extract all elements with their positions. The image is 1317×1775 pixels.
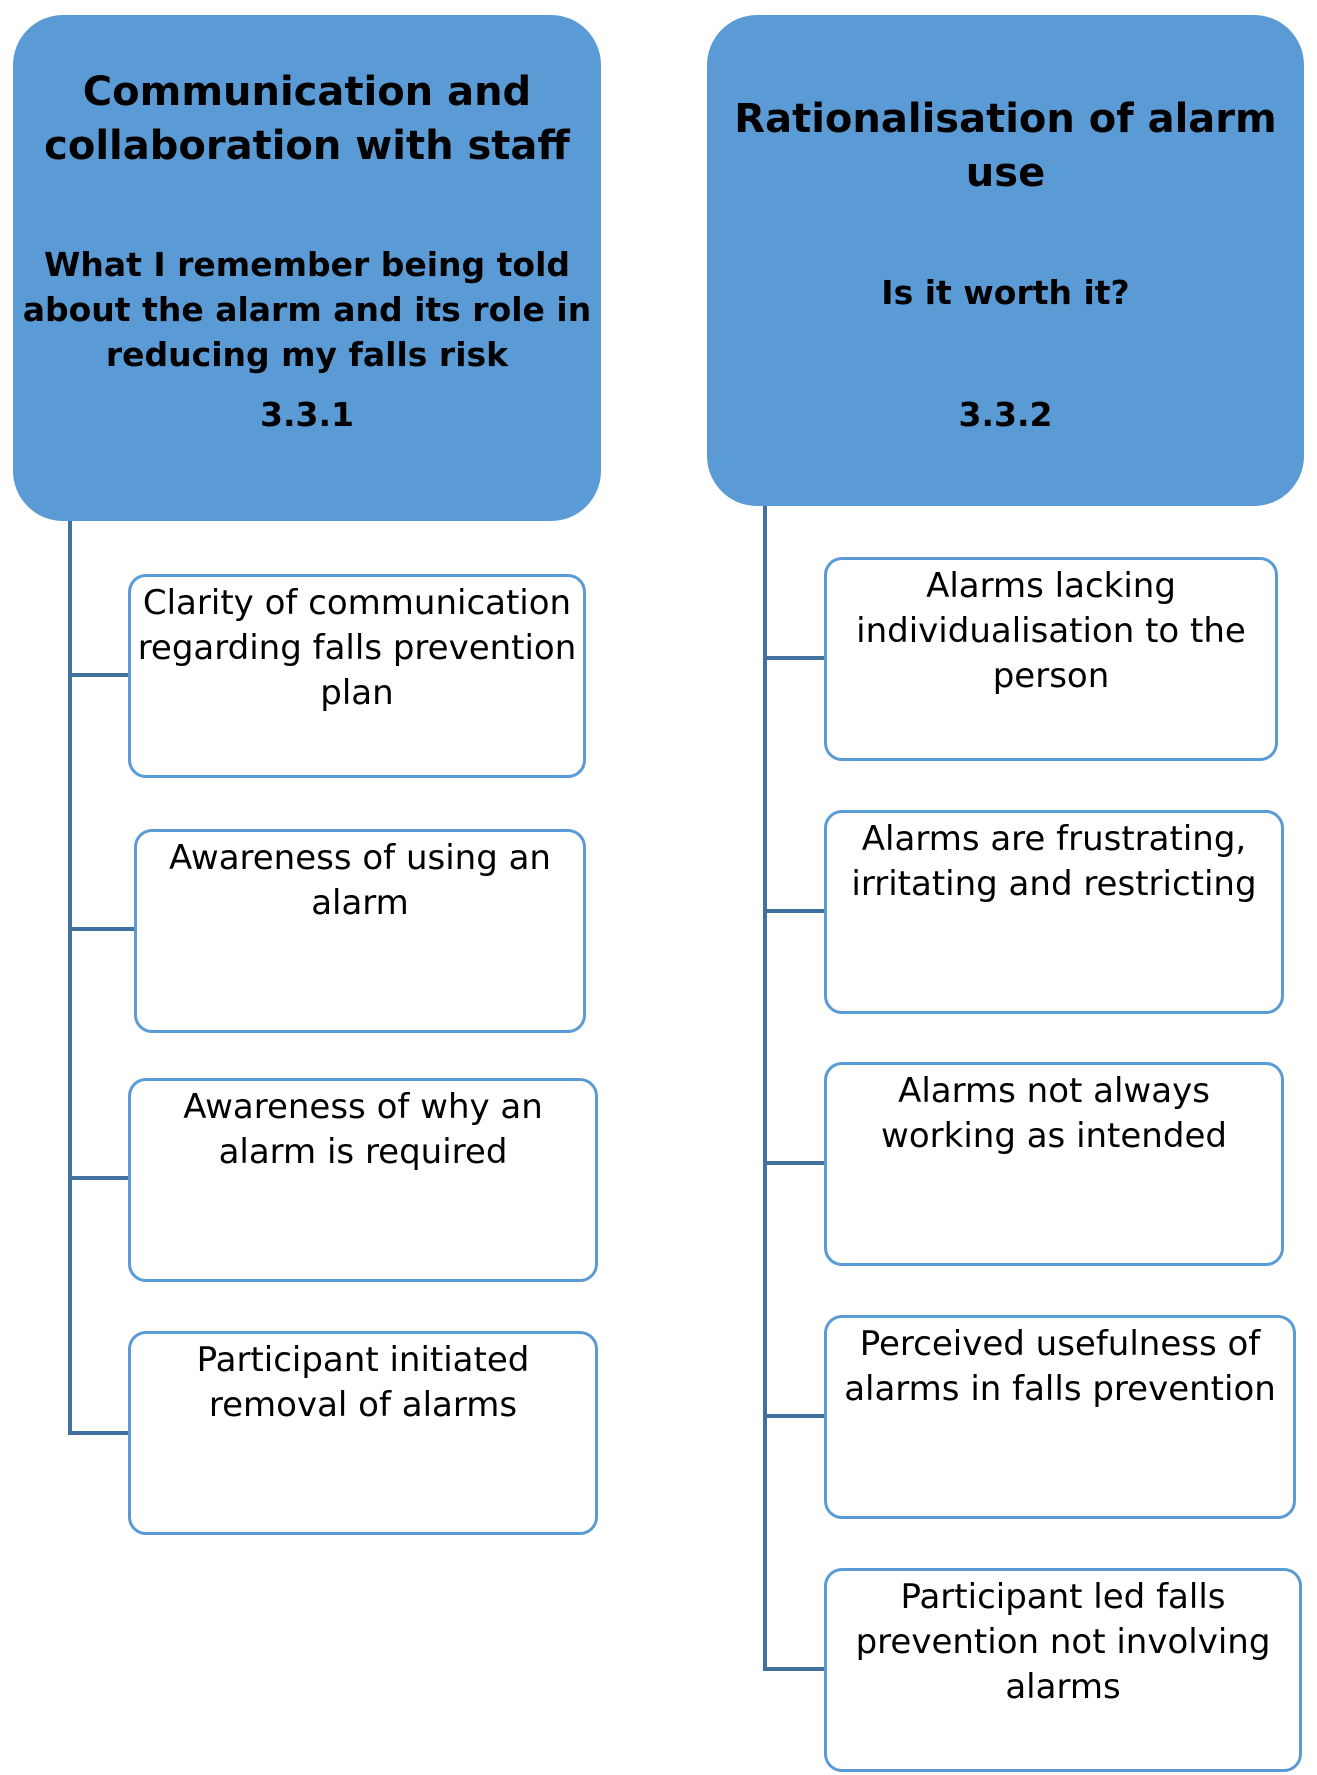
subtheme-line: plan — [320, 673, 394, 713]
subtheme-line: Awareness of why an — [183, 1087, 543, 1127]
connector-branch — [763, 656, 825, 660]
connector-branch — [68, 1176, 129, 1180]
connector-branch — [68, 1431, 129, 1435]
subtheme-line: Perceived usefulness of — [859, 1324, 1261, 1364]
subtheme-box: Clarity of communication regarding falls… — [128, 574, 586, 778]
subtheme-line: Alarms lacking — [926, 566, 1176, 606]
connector-branch — [763, 909, 825, 913]
subtheme-line: working as intended — [881, 1116, 1227, 1156]
theme-title-line: Communication and — [82, 69, 532, 115]
theme-subtitle-line: Is it worth it? — [881, 273, 1130, 312]
connector-branch — [763, 1161, 825, 1165]
theme-subtitle: Is it worth it? — [707, 270, 1304, 315]
subtheme-box: Awareness of why an alarm is required — [128, 1078, 598, 1282]
subtheme-box: Participant led falls prevention not inv… — [824, 1568, 1302, 1772]
connector-vertical-right — [763, 506, 767, 1671]
theme-title-line: use — [965, 150, 1046, 196]
subtheme-line: removal of alarms — [208, 1385, 518, 1425]
connector-vertical-left — [68, 521, 72, 1435]
connector-branch — [763, 1414, 825, 1418]
subtheme-line: Alarms not always — [898, 1071, 1210, 1111]
subtheme-box: Awareness of using an alarm — [134, 829, 586, 1033]
theme-title-line: collaboration with staff — [44, 123, 570, 169]
subtheme-line: Participant initiated — [196, 1340, 530, 1380]
subtheme-box: Perceived usefulness of alarms in falls … — [824, 1315, 1296, 1519]
subtheme-line: regarding falls prevention — [137, 628, 577, 668]
theme-code: 3.3.1 — [260, 395, 354, 434]
subtheme-line: prevention not involving — [855, 1622, 1271, 1662]
theme-box-communication: Communication and collaboration with sta… — [13, 15, 601, 521]
theme-title: Rationalisation of alarm use — [707, 92, 1304, 200]
theme-subtitle-line: reducing my falls risk — [105, 335, 509, 374]
subtheme-line: Awareness of using an — [169, 838, 551, 878]
subtheme-box: Alarms not always working as intended — [824, 1062, 1284, 1266]
theme-subtitle: What I remember being told about the ala… — [13, 242, 601, 377]
subtheme-line: alarms — [1005, 1667, 1121, 1707]
subtheme-line: irritating and restricting — [851, 864, 1257, 904]
subtheme-line: individualisation to the — [856, 611, 1246, 651]
theme-title: Communication and collaboration with sta… — [13, 65, 601, 173]
connector-branch — [68, 927, 135, 931]
theme-code: 3.3.2 — [958, 395, 1053, 434]
subtheme-line: alarm is required — [218, 1132, 508, 1172]
connector-branch — [763, 1667, 825, 1671]
subtheme-line: person — [992, 656, 1110, 696]
theme-subtitle-line: What I remember being told — [43, 245, 571, 284]
subtheme-box: Alarms are frustrating, irritating and r… — [824, 810, 1284, 1014]
theme-subtitle-line: about the alarm and its role in — [22, 290, 592, 329]
subtheme-line: alarm — [311, 883, 409, 923]
subtheme-line: alarms in falls prevention — [844, 1369, 1276, 1409]
subtheme-line: Participant led falls — [900, 1577, 1226, 1617]
subtheme-line: Clarity of communication — [142, 583, 572, 623]
subtheme-box: Alarms lacking individualisation to the … — [824, 557, 1278, 761]
subtheme-box: Participant initiated removal of alarms — [128, 1331, 598, 1535]
theme-title-line: Rationalisation of alarm — [734, 96, 1277, 142]
subtheme-line: Alarms are frustrating, — [861, 819, 1247, 859]
connector-branch — [68, 673, 129, 677]
theme-box-rationalisation: Rationalisation of alarm use Is it worth… — [707, 15, 1304, 506]
